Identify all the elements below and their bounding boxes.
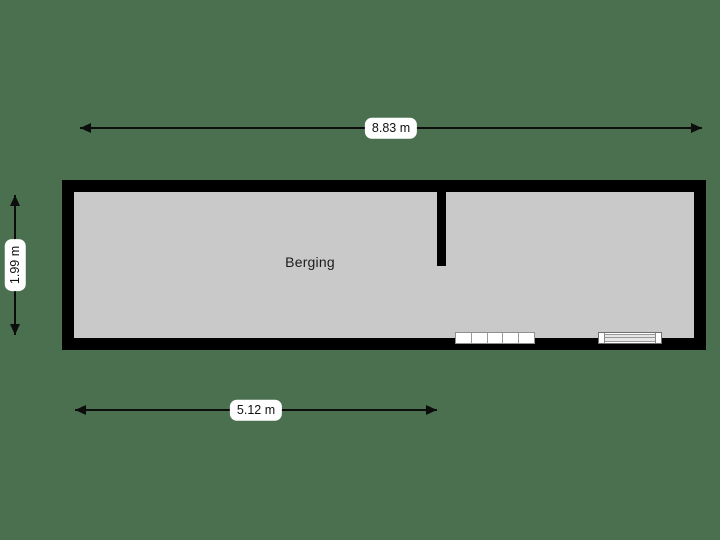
room-floor-berging bbox=[74, 192, 694, 338]
interior-partition-stub bbox=[437, 180, 446, 266]
building-outline bbox=[62, 180, 706, 350]
room-label-berging: Berging bbox=[285, 254, 335, 270]
arrow-up-icon bbox=[10, 195, 20, 206]
dimension-bottom-label: 5.12 m bbox=[229, 399, 283, 421]
dimension-bottom: 5.12 m bbox=[75, 399, 437, 421]
arrow-right-icon bbox=[691, 123, 702, 133]
dimension-top: 8.83 m bbox=[80, 117, 702, 139]
arrow-left-icon bbox=[80, 123, 91, 133]
arrow-right-icon bbox=[426, 405, 437, 415]
door-panel-segment bbox=[472, 333, 488, 343]
door-panel-segment bbox=[488, 333, 504, 343]
door-panel-segment bbox=[519, 333, 534, 343]
window-mullion bbox=[604, 337, 656, 338]
window-pane bbox=[604, 334, 656, 342]
sectional-door-symbol bbox=[455, 332, 535, 344]
arrow-left-icon bbox=[75, 405, 86, 415]
door-panel-segment bbox=[503, 333, 520, 343]
dimension-left: 1.99 m bbox=[4, 195, 26, 335]
dimension-top-label: 8.83 m bbox=[364, 117, 418, 139]
window-jamb-right bbox=[655, 333, 661, 343]
door-panel-segment bbox=[456, 333, 472, 343]
window-symbol bbox=[598, 332, 662, 344]
window-jamb-left bbox=[599, 333, 605, 343]
arrow-down-icon bbox=[10, 324, 20, 335]
dimension-left-label: 1.99 m bbox=[4, 238, 26, 292]
